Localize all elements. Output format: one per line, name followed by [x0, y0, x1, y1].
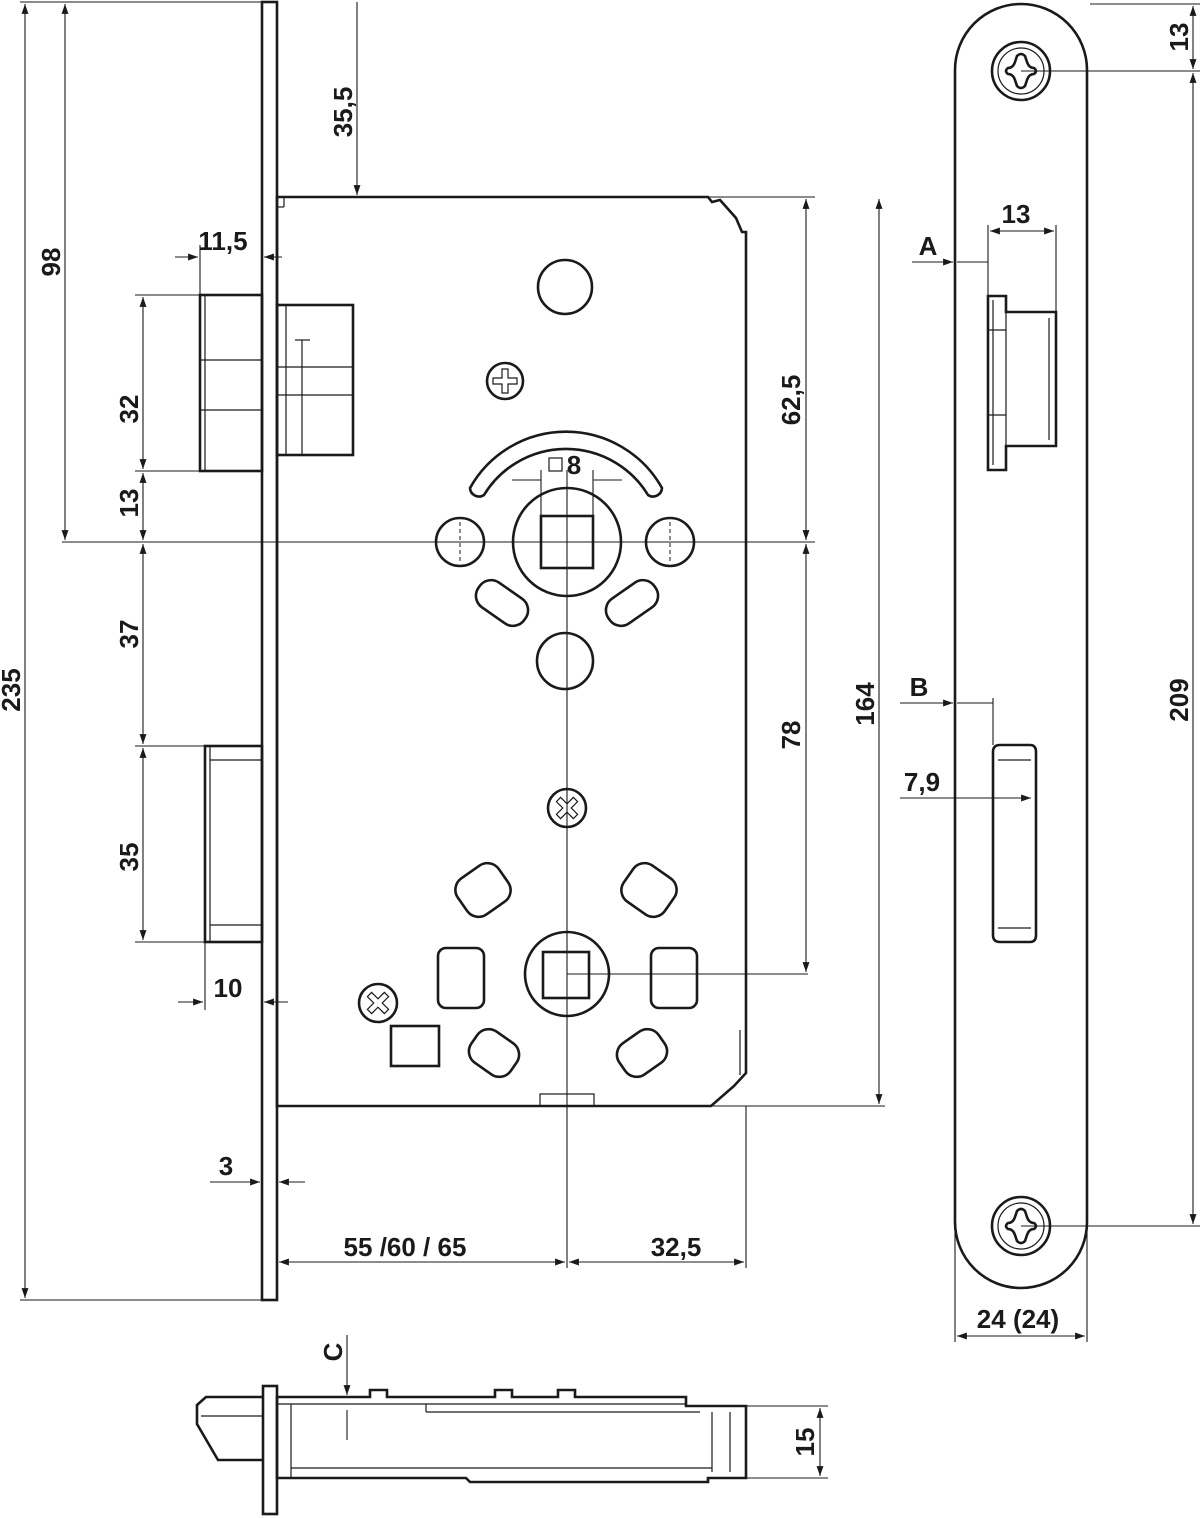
bottom-faceplate [261, 1384, 279, 1516]
latch-opening [986, 294, 1058, 472]
dim-209: 209 [1164, 678, 1194, 721]
dim-C: C [318, 1342, 348, 1361]
dim-24-24: 24 (24) [977, 1304, 1059, 1334]
dim-8: 8 [567, 450, 581, 480]
top-hole [536, 258, 594, 316]
dead-bolt [203, 744, 264, 944]
dim-B: B [910, 672, 929, 702]
dim-3: 3 [219, 1151, 233, 1181]
deadbolt-opening [991, 743, 1038, 944]
dim-235: 235 [0, 668, 26, 711]
lock-case-body [275, 195, 748, 1108]
dim-13-top: 13 [1164, 23, 1194, 52]
dim-11-5: 11,5 [198, 226, 247, 256]
dim-37: 37 [114, 620, 144, 649]
dim-13-left: 13 [114, 489, 144, 518]
front-view: 235 98 35,5 11,5 32 13 37 35 10 3 55 /60… [0, 0, 885, 1302]
bottom-view: C 15 [195, 1335, 828, 1516]
screw-icon [485, 361, 525, 401]
screw-icon [357, 982, 399, 1024]
cylinder-cam [389, 861, 699, 1107]
dim-55-60-65: 55 /60 / 65 [344, 1232, 467, 1262]
dim-A: A [919, 231, 938, 261]
dim-78: 78 [776, 721, 806, 750]
dim-10: 10 [214, 973, 243, 1003]
dim-35: 35 [114, 843, 144, 872]
faceplate-outline [953, 2, 1089, 1290]
dim-7-9: 7,9 [904, 767, 940, 797]
latch-bolt [198, 293, 355, 473]
bottom-case [275, 1388, 748, 1484]
dim-35-5: 35,5 [328, 87, 358, 138]
dim-13-plate: 13 [1002, 199, 1031, 229]
dim-164: 164 [850, 682, 880, 726]
dim-32: 32 [114, 395, 144, 424]
dim-32-5: 32,5 [651, 1232, 702, 1262]
bottom-latch [195, 1395, 263, 1462]
screw-icon [990, 40, 1052, 102]
handle-follower [434, 430, 696, 691]
dim-15: 15 [790, 1428, 820, 1457]
dim-98: 98 [36, 248, 66, 277]
dim-62-5: 62,5 [776, 375, 806, 426]
faceplate-view: 13 209 13 A B 7,9 24 (24) [900, 2, 1200, 1342]
faceplate-strip [260, 0, 279, 1302]
